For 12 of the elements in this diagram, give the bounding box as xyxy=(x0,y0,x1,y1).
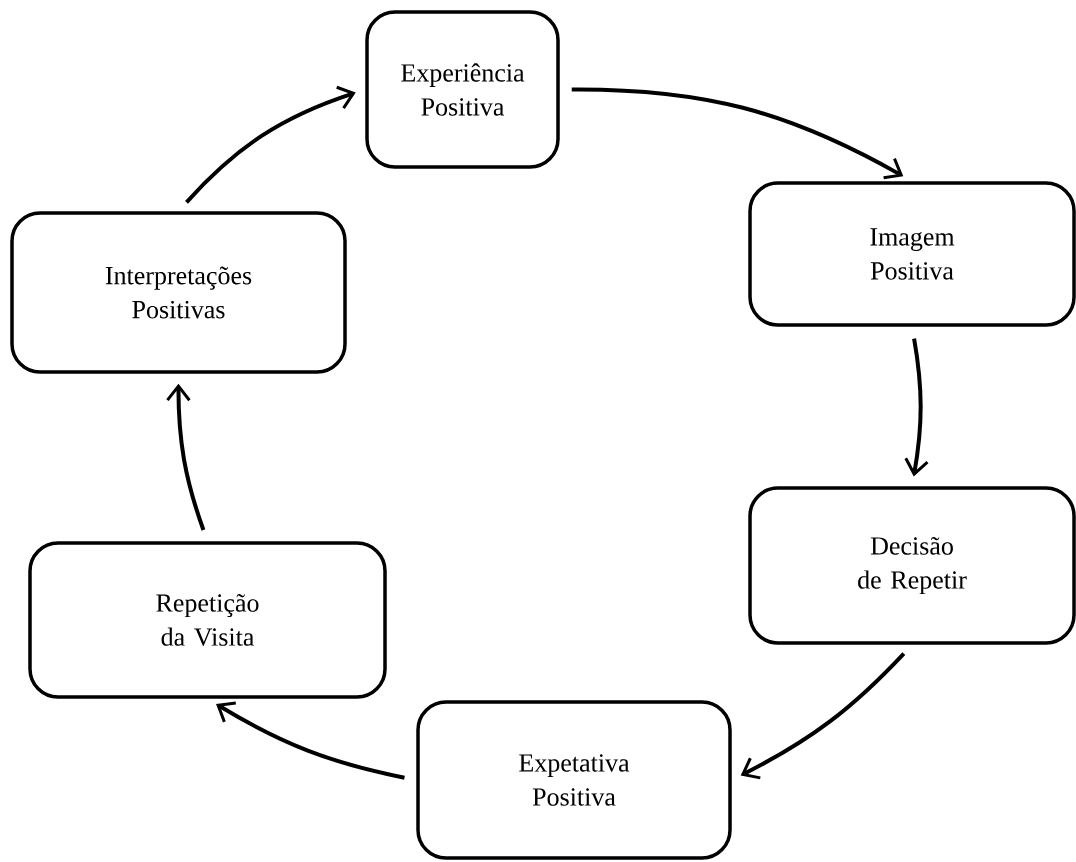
arrow xyxy=(571,87,904,180)
process-box: Imagem Positiva xyxy=(748,181,1076,327)
process-box: Repetição da Visita xyxy=(28,541,387,699)
arrow xyxy=(166,383,206,531)
arrow xyxy=(904,338,929,477)
process-box: Decisão de Repetir xyxy=(748,486,1076,645)
process-box: Experiência Positiva xyxy=(365,10,560,169)
arrow xyxy=(185,85,356,204)
arrow xyxy=(216,701,405,780)
arrow xyxy=(740,652,906,780)
process-box: Interpretações Positivas xyxy=(10,211,347,374)
process-box: Expetativa Positiva xyxy=(416,700,732,860)
